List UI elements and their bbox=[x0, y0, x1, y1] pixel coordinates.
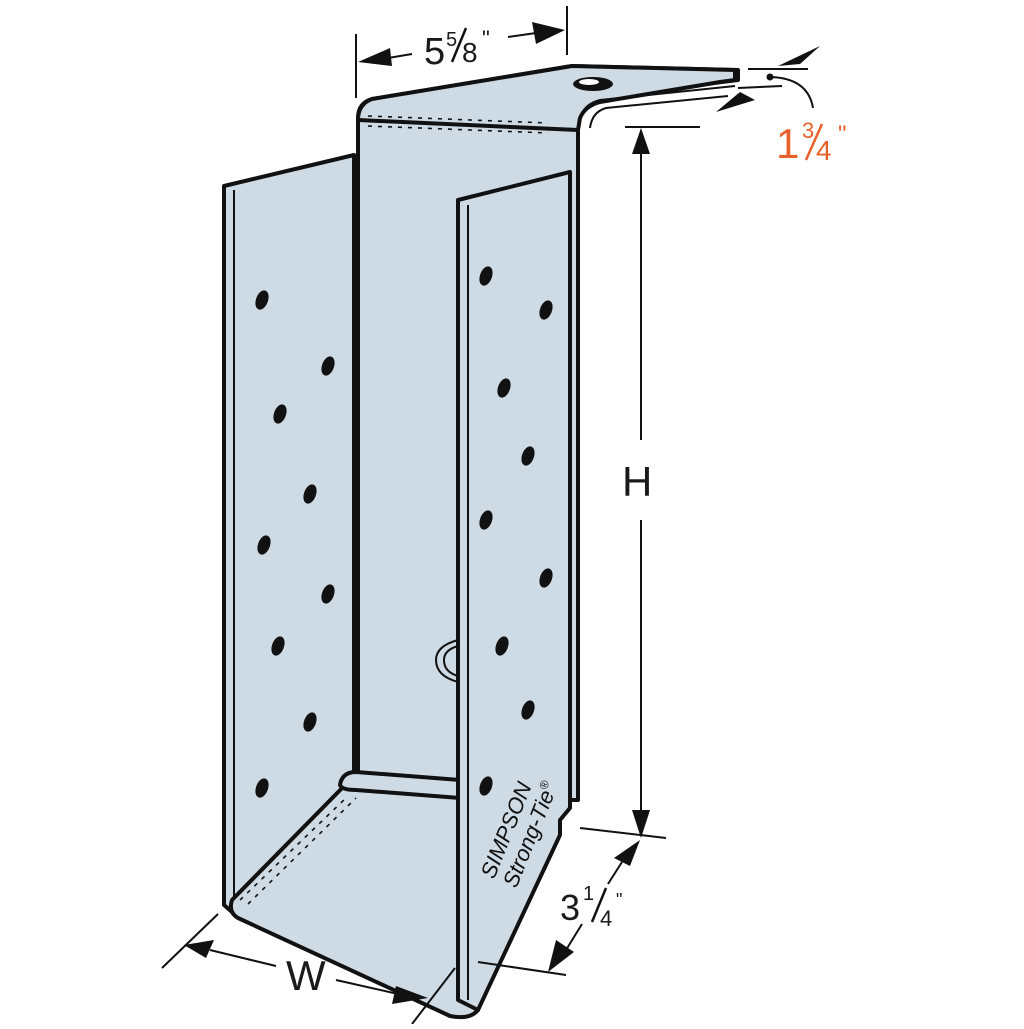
left-side-plate bbox=[222, 153, 356, 914]
right-plate-holes bbox=[479, 266, 553, 796]
bolt-lug bbox=[434, 639, 459, 683]
left-plate-holes bbox=[255, 290, 335, 798]
dim-3-1-4-unit: " bbox=[616, 890, 622, 910]
top-flange bbox=[356, 64, 737, 134]
right-side-plate: SIMPSON Strong-Tie® bbox=[434, 170, 572, 1012]
dim-1-3-4-num: 3 bbox=[802, 118, 814, 143]
dim-5-5-8-num: 5 bbox=[446, 29, 457, 51]
dim-3-1-4-whole: 3 bbox=[560, 887, 580, 928]
dim-5-5-8-whole: 5 bbox=[424, 31, 445, 73]
dim-width: W bbox=[161, 913, 456, 1025]
dim-1-3-4-den: 4 bbox=[816, 135, 832, 166]
dim-3-1-4-num: 1 bbox=[583, 883, 594, 905]
dim-5-5-8-unit: " bbox=[482, 26, 490, 51]
dim-1-3-4-unit: " bbox=[838, 121, 847, 148]
dim-h-label: H bbox=[622, 458, 652, 505]
dim-w-label: W bbox=[286, 952, 326, 999]
seat bbox=[228, 770, 480, 1020]
dim-5-5-8-den: 8 bbox=[462, 37, 478, 68]
dim-flange-thickness: 1 3 4 " bbox=[716, 46, 847, 167]
dim-3-1-4-den: 4 bbox=[600, 906, 612, 931]
dim-seat-depth: 3 1 4 " bbox=[477, 840, 640, 976]
dim-1-3-4-whole: 1 bbox=[776, 120, 799, 167]
dim-height: H bbox=[579, 126, 700, 839]
dim-top-flange-length: 5 5 8 " bbox=[355, 6, 568, 98]
